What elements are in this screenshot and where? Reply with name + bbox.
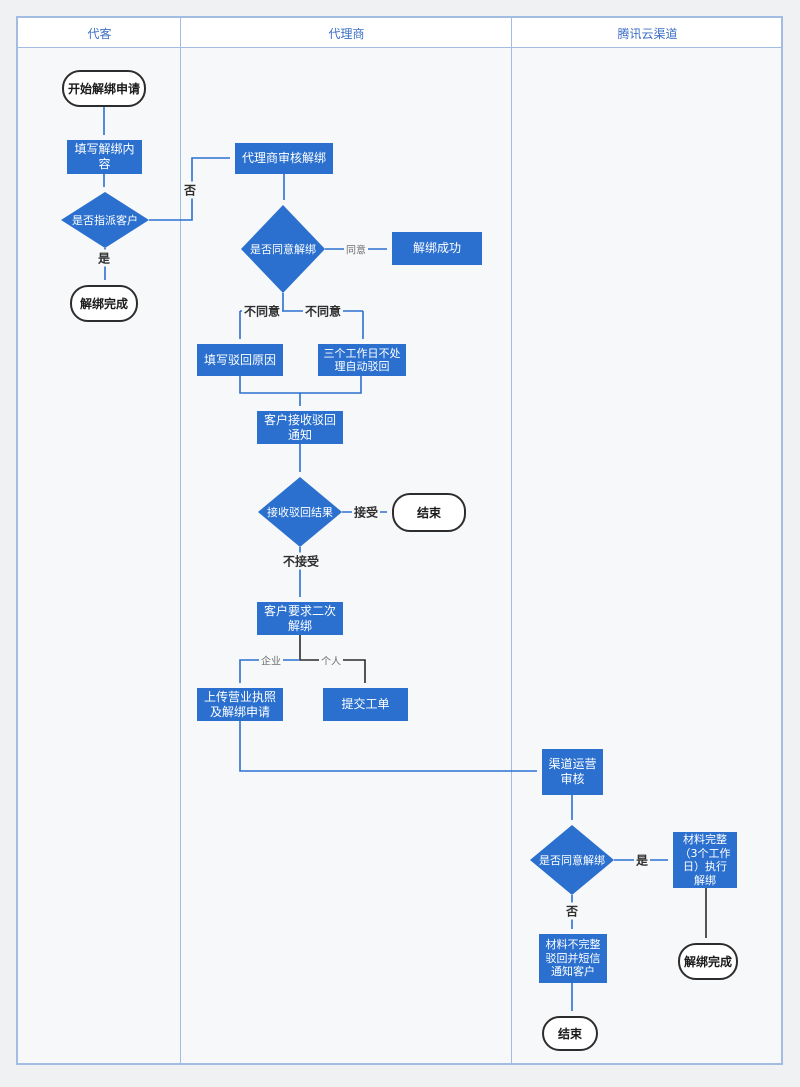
edge-label-personal: 个人	[319, 652, 343, 668]
node-auto-reject-three-days: 三个工作日不处 理自动驳回	[318, 344, 406, 376]
lane-header-row	[18, 18, 781, 48]
node-end-lane3: 结束	[542, 1016, 598, 1051]
node-fill-unbind-content: 填写解绑内 容	[67, 140, 142, 174]
node-start-unbind-request: 开始解绑申请	[62, 70, 146, 107]
node-material-incomplete-reject-sms: 材料不完整 驳回并短信 通知客户	[539, 934, 607, 983]
lane-divider-2	[510, 18, 512, 1063]
edge-label-no-assign: 否	[181, 181, 199, 199]
edge-label-disagree-left: 不同意	[241, 302, 283, 320]
edge-label-not-accept: 不接受	[280, 552, 322, 570]
node-material-complete-execute-unbind: 材料完整 （3个工作 日）执行 解绑	[673, 832, 737, 888]
edge-label-accept: 接受	[351, 503, 381, 521]
lane-header-agent: 代理商	[328, 26, 365, 41]
node-agent-review-unbind: 代理商审核解绑	[235, 143, 333, 174]
node-end-lane2: 结束	[392, 493, 466, 532]
node-unbind-done-lane3: 解绑完成	[678, 943, 738, 980]
lane-header-customer: 代客	[87, 26, 112, 41]
node-unbind-success: 解绑成功	[392, 232, 482, 265]
node-unbind-done-lane1: 解绑完成	[70, 285, 138, 322]
edge-label-no-channel: 否	[563, 902, 581, 920]
edge-label-disagree-right: 不同意	[302, 302, 344, 320]
lane-divider-1	[179, 18, 181, 1063]
node-fill-reject-reason: 填写驳回原因	[197, 344, 283, 376]
edge-label-yes-channel: 是	[633, 851, 651, 869]
edge-label-yes-assign: 是	[95, 249, 113, 267]
node-upload-license-and-application: 上传营业执照 及解绑申请	[197, 688, 283, 721]
node-customer-second-unbind: 客户要求二次 解绑	[257, 602, 343, 635]
node-channel-operation-review: 渠道运营 审核	[542, 749, 603, 795]
edge-label-enterprise: 企业	[259, 652, 283, 668]
node-submit-ticket: 提交工单	[323, 688, 408, 721]
lane-header-tencent-channel: 腾讯云渠道	[617, 26, 678, 41]
swimlane-frame: 代客 代理商 腾讯云渠道	[16, 16, 783, 1065]
edge-label-agree: 同意	[344, 241, 368, 257]
node-customer-receive-reject-notice: 客户接收驳回 通知	[257, 411, 343, 444]
